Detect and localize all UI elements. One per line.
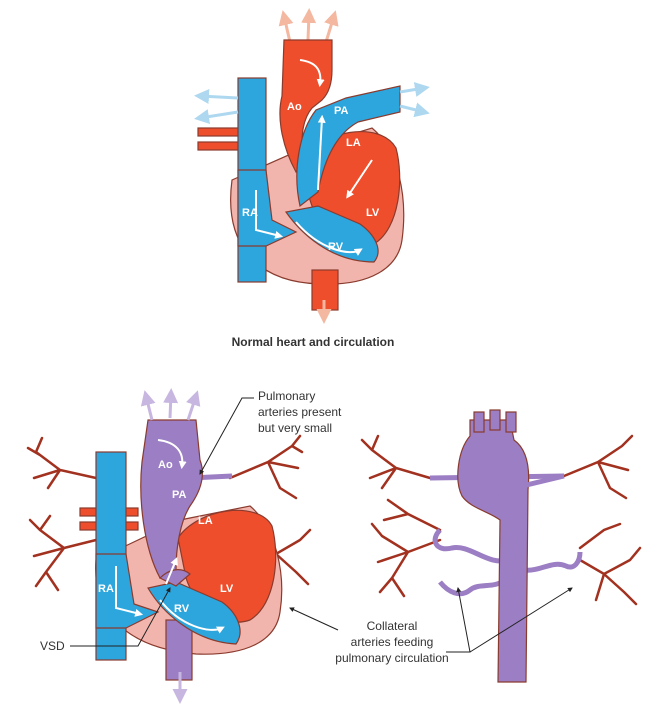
arrow-out-icon — [163, 388, 179, 419]
label-pa: PA — [172, 489, 187, 501]
arrow-out-icon — [324, 10, 339, 43]
arrow-lung-icon — [399, 102, 430, 118]
callout-pointer — [446, 587, 471, 653]
right-ventricle — [284, 205, 379, 263]
collateral-arteries-diagram — [360, 409, 642, 683]
defect-heart-diagram: Ao PA LA LV RA RV — [26, 388, 312, 704]
collateral-branches-right — [562, 434, 642, 606]
arrow-lung-icon — [194, 109, 239, 125]
callout-vsd: VSD — [40, 587, 171, 653]
callout-collateral-line3: pulmonary circulation — [335, 651, 448, 665]
label-rv: RV — [328, 241, 344, 253]
callout-collateral-line2: arteries feeding — [351, 635, 434, 649]
callout-collateral-line1: Collateral — [367, 619, 418, 633]
pulmonary-branches-left — [26, 436, 98, 592]
callout-pointer — [289, 607, 339, 631]
arrow-out-icon — [278, 10, 294, 43]
label-la: LA — [198, 515, 213, 527]
flow-arrow-icon — [295, 221, 363, 256]
callout-pointer — [199, 397, 254, 475]
descending-aorta — [165, 619, 193, 681]
callout-pulmonary-line3: but very small — [258, 421, 332, 435]
aortic-branch — [473, 411, 485, 433]
callout-collateral: Collateral arteries feeding pulmonary ci… — [289, 587, 573, 665]
label-lv: LV — [220, 583, 234, 595]
flow-arrow-icon — [255, 190, 284, 239]
label-rv: RV — [174, 603, 190, 615]
label-ra: RA — [242, 207, 258, 219]
flow-arrow-icon — [165, 557, 178, 585]
arrow-out-icon — [186, 390, 201, 421]
flow-arrow-icon — [299, 59, 325, 88]
callout-pointer — [469, 587, 573, 653]
label-la: LA — [346, 137, 361, 149]
normal-heart-diagram: Ao PA LA LV RA RV — [194, 8, 430, 324]
arrow-out-icon — [301, 8, 317, 41]
collateral-artery — [523, 551, 583, 573]
flow-arrow-icon — [317, 114, 326, 191]
label-ao: Ao — [158, 459, 173, 471]
callout-pulmonary-line2: arteries present — [258, 405, 342, 419]
callout-vsd-label: VSD — [40, 639, 65, 653]
callout-pulmonary-line1: Pulmonary — [258, 389, 315, 403]
arrow-out-icon — [140, 390, 156, 421]
aorta — [457, 419, 530, 683]
collateral-branches-left — [360, 434, 442, 598]
label-ao: Ao — [287, 101, 302, 113]
pulmonary-crossing — [497, 473, 565, 497]
flow-arrow-icon — [157, 439, 187, 470]
normal-caption: Normal heart and circulation — [232, 335, 395, 349]
aorta — [140, 419, 203, 579]
right-atrium — [237, 169, 298, 247]
aortic-branch — [505, 411, 517, 433]
label-lv: LV — [366, 207, 380, 219]
arrow-lung-icon — [399, 82, 430, 97]
label-ra: RA — [98, 583, 114, 595]
flow-arrow-icon — [115, 566, 144, 617]
arrow-lung-icon — [194, 88, 239, 104]
flow-arrow-icon — [346, 159, 373, 199]
collateral-artery — [438, 575, 510, 597]
collateral-artery — [432, 528, 509, 564]
vsd — [158, 569, 191, 587]
flow-arrow-icon — [159, 599, 225, 634]
label-pa: PA — [334, 105, 349, 117]
callout-pulmonary: Pulmonary arteries present but very smal… — [199, 389, 342, 475]
callout-pointer — [70, 587, 171, 647]
aortic-branch — [489, 409, 501, 431]
